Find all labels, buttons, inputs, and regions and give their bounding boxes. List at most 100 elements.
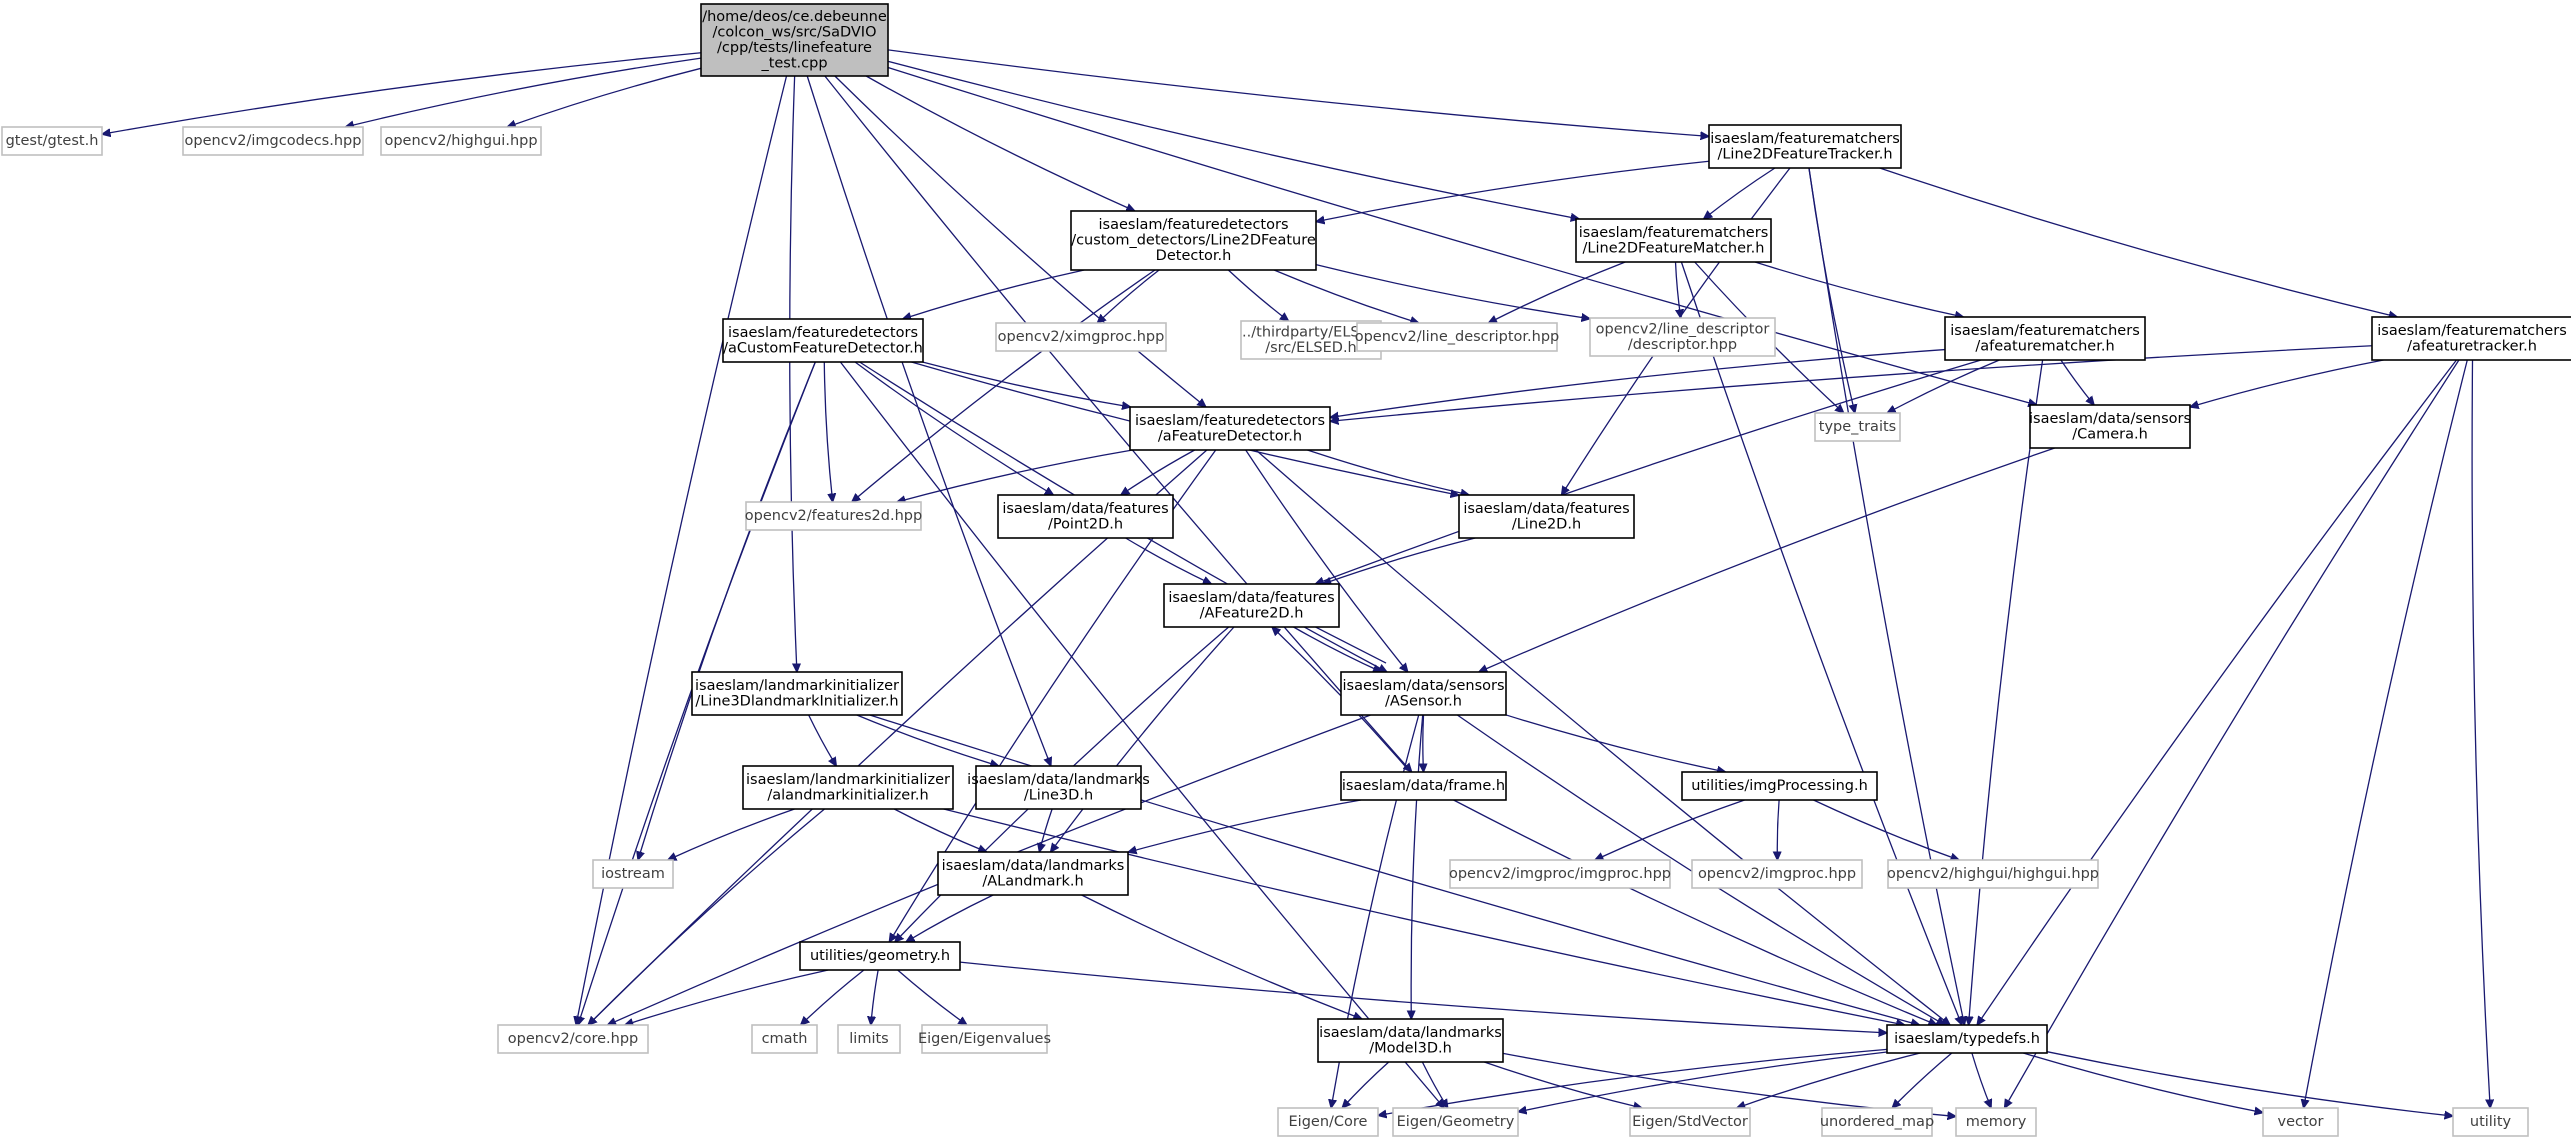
node-label-l2dmatcher-1: /Line2DFeatureMatcher.h — [1583, 240, 1765, 256]
node-eigenvalues[interactable]: Eigen/Eigenvalues — [918, 1024, 1051, 1054]
edge-alminit-to-core — [588, 808, 825, 1025]
node-stdvector[interactable]: Eigen/StdVector — [1629, 1107, 1751, 1137]
node-ximgproc[interactable]: opencv2/ximgproc.hpp — [995, 322, 1167, 352]
node-label-alandmark-0: isaeslam/data/landmarks — [942, 858, 1125, 874]
node-box-imgproc — [1691, 859, 1863, 889]
node-imgcodecs[interactable]: opencv2/imgcodecs.hpp — [182, 126, 364, 156]
edge-root-to-l3dinit — [789, 75, 797, 672]
node-box-point2d — [997, 494, 1174, 539]
node-highguihighgui[interactable]: opencv2/highgui/highgui.hpp — [1887, 859, 2099, 889]
node-box-frame — [1340, 771, 1507, 801]
node-eigencore[interactable]: Eigen/Core — [1277, 1107, 1379, 1137]
node-asensor[interactable]: isaeslam/data/sensors/ASensor.h — [1340, 671, 1507, 716]
node-geometry[interactable]: utilities/geometry.h — [799, 941, 961, 971]
edge-l2ddetector-to-elsed — [1227, 269, 1288, 321]
node-l2dmatcher[interactable]: isaeslam/featurematchers/Line2DFeatureMa… — [1575, 218, 1772, 263]
node-label-tracker-0: isaeslam/featurematchers — [1710, 131, 1900, 147]
node-label-l2ddetector-1: /custom_detectors/Line2DFeature — [1071, 233, 1316, 249]
edge-root-to-l2dmatcher — [887, 60, 1579, 219]
node-label-l3dinit-0: isaeslam/landmarkinitializer — [695, 678, 899, 694]
node-box-highguihighgui — [1887, 859, 2099, 889]
node-typedefs[interactable]: isaeslam/typedefs.h — [1886, 1024, 2048, 1054]
node-unorderedmap[interactable]: unordered_map — [1820, 1107, 1934, 1137]
node-label-eigenvalues-0: Eigen/Eigenvalues — [918, 1031, 1051, 1047]
node-label-elsed-1: /src/ELSED.h — [1265, 340, 1357, 356]
edge-tracker-to-l2dmatcher — [1704, 167, 1776, 219]
node-frame[interactable]: isaeslam/data/frame.h — [1340, 771, 1507, 801]
edge-model3d-to-eigengeometry — [1421, 1061, 1447, 1108]
edges-layer — [102, 49, 2490, 1117]
node-vector[interactable]: vector — [2262, 1107, 2339, 1137]
node-box-l3dinit — [691, 671, 903, 716]
node-highgui[interactable]: opencv2/highgui.hpp — [380, 126, 542, 156]
node-linedescdesc[interactable]: opencv2/line_descriptor/descriptor.hpp — [1589, 317, 1776, 357]
node-imgproc[interactable]: opencv2/imgproc.hpp — [1691, 859, 1863, 889]
node-box-vector — [2262, 1107, 2339, 1137]
edge-aftracker-to-vector — [2304, 359, 2468, 1108]
edge-afmatcher-to-typedefs — [1969, 359, 2044, 1025]
node-label-camera-1: /Camera.h — [2072, 426, 2148, 442]
node-iostream[interactable]: iostream — [592, 859, 674, 889]
node-imgprocimgproc[interactable]: opencv2/imgproc/imgproc.hpp — [1449, 859, 1671, 889]
edge-geometry-to-cmath — [801, 969, 865, 1025]
node-memory[interactable]: memory — [1955, 1107, 2037, 1137]
node-box-iostream — [592, 859, 674, 889]
node-point2d[interactable]: isaeslam/data/features/Point2D.h — [997, 494, 1174, 539]
node-l2ddetector[interactable]: isaeslam/featuredetectors/custom_detecto… — [1070, 210, 1317, 271]
edge-alminit-to-alandmark — [893, 808, 987, 852]
node-label-gtest-0: gtest/gtest.h — [6, 133, 99, 149]
node-eigengeometry[interactable]: Eigen/Geometry — [1392, 1107, 1519, 1137]
node-afdetector[interactable]: isaeslam/featuredetectors/aFeatureDetect… — [1129, 406, 1331, 451]
node-l3dinit[interactable]: isaeslam/landmarkinitializer/Line3Dlandm… — [691, 671, 903, 716]
node-box-ximgproc — [995, 322, 1167, 352]
node-alandmark[interactable]: isaeslam/data/landmarks/ALandmark.h — [937, 851, 1129, 896]
node-cmath[interactable]: cmath — [751, 1024, 818, 1054]
node-label-acustom-1: /aCustomFeatureDetector.h — [723, 340, 923, 356]
edge-imgprocessing-to-imgproc — [1777, 799, 1779, 860]
node-label-cmath-0: cmath — [762, 1031, 808, 1047]
node-typetraits[interactable]: type_traits — [1814, 412, 1901, 442]
node-box-alandmark — [937, 851, 1129, 896]
edge-acustom-to-afdetector — [922, 361, 1130, 407]
node-label-root-0: /home/deos/ce.debeunne — [702, 9, 887, 25]
node-utility[interactable]: utility — [2452, 1107, 2529, 1137]
node-label-alandmark-1: /ALandmark.h — [982, 873, 1083, 889]
node-alminit[interactable]: isaeslam/landmarkinitializer/alandmarkin… — [742, 765, 954, 810]
node-tracker[interactable]: isaeslam/featurematchers/Line2DFeatureTr… — [1708, 124, 1902, 169]
node-linedesc[interactable]: opencv2/line_descriptor.hpp — [1355, 322, 1560, 352]
node-label-frame-0: isaeslam/data/frame.h — [1342, 778, 1505, 794]
node-label-tracker-1: /Line2DFeatureTracker.h — [1717, 146, 1892, 162]
edge-afmatcher-to-camera — [2060, 359, 2094, 405]
node-label-point2d-0: isaeslam/data/features — [1002, 501, 1168, 517]
edge-afdetector-to-asensor — [1245, 449, 1408, 672]
node-features2d[interactable]: opencv2/features2d.hpp — [745, 501, 922, 531]
edge-frame-to-typedefs — [1453, 799, 1937, 1025]
node-label-linedescdesc-1: /descriptor.hpp — [1628, 337, 1737, 353]
node-core[interactable]: opencv2/core.hpp — [497, 1024, 649, 1054]
node-label-afeature2d-0: isaeslam/data/features — [1168, 590, 1334, 606]
edge-geometry-to-typedefs — [959, 961, 1887, 1033]
node-root[interactable]: /home/deos/ce.debeunne/colcon_ws/src/SaD… — [700, 3, 889, 77]
node-label-line3d-1: /Line3D.h — [1024, 787, 1093, 803]
node-line3d[interactable]: isaeslam/data/landmarks/Line3D.h — [967, 765, 1150, 810]
node-line2d[interactable]: isaeslam/data/features/Line2D.h — [1458, 494, 1635, 539]
node-gtest[interactable]: gtest/gtest.h — [1, 126, 103, 156]
node-label-highgui-0: opencv2/highgui.hpp — [384, 133, 537, 149]
node-label-l3dinit-1: /Line3DlandmarkInitializer.h — [695, 693, 898, 709]
node-model3d[interactable]: isaeslam/data/landmarks/Model3D.h — [1317, 1018, 1504, 1063]
edge-l2ddetector-to-ximgproc — [1097, 269, 1160, 323]
node-limits[interactable]: limits — [837, 1024, 901, 1054]
node-aftracker[interactable]: isaeslam/featurematchers/afeaturetracker… — [2371, 316, 2571, 361]
node-afmatcher[interactable]: isaeslam/featurematchers/afeaturematcher… — [1944, 316, 2146, 361]
node-label-afmatcher-0: isaeslam/featurematchers — [1950, 323, 2140, 339]
node-acustom[interactable]: isaeslam/featuredetectors/aCustomFeature… — [722, 318, 924, 363]
node-camera[interactable]: isaeslam/data/sensors/Camera.h — [2029, 404, 2191, 449]
node-label-aftracker-0: isaeslam/featurematchers — [2377, 323, 2567, 339]
edge-model3d-to-stdvector — [1484, 1061, 1642, 1108]
edge-asensor-to-frame — [1423, 714, 1424, 772]
node-imgprocessing[interactable]: utilities/imgProcessing.h — [1681, 771, 1878, 801]
node-box-utility — [2452, 1107, 2529, 1137]
node-afeature2d[interactable]: isaeslam/data/features/AFeature2D.h — [1163, 583, 1340, 628]
edge-alminit-to-typedefs — [943, 808, 1905, 1025]
edge-root-to-frame — [824, 75, 1412, 772]
